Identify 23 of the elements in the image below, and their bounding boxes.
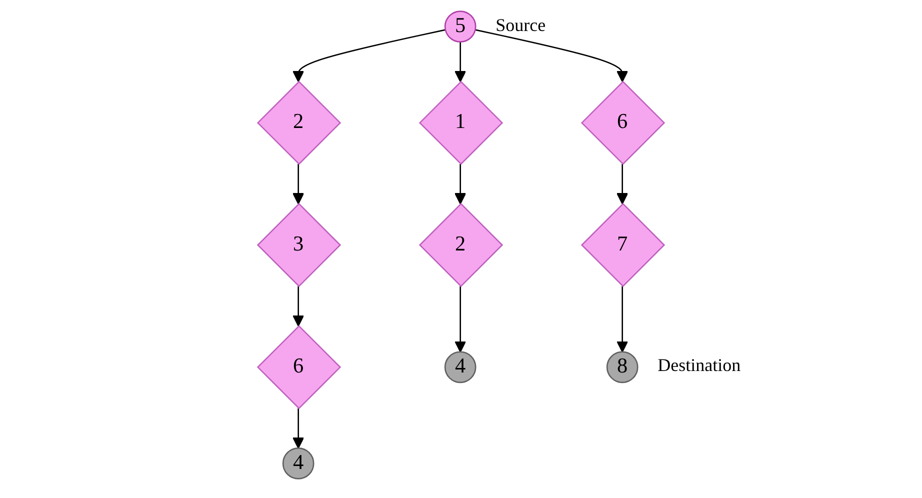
node-circle: 4 bbox=[282, 448, 314, 480]
arrow bbox=[454, 164, 466, 204]
arrow bbox=[475, 29, 628, 82]
node-circle: 5 bbox=[444, 10, 476, 42]
node-circle: 4 bbox=[444, 351, 476, 384]
arrow bbox=[616, 164, 628, 204]
node-diamond: 6 bbox=[580, 80, 666, 165]
node-diamond: 6 bbox=[256, 325, 342, 410]
node-diamond: 2 bbox=[418, 202, 504, 288]
node-diamond: 2 bbox=[256, 80, 342, 165]
arrow bbox=[292, 286, 304, 327]
arrow bbox=[454, 42, 466, 82]
arrow bbox=[616, 286, 628, 352]
node-caption: Source bbox=[496, 14, 546, 36]
node-diamond: 3 bbox=[256, 202, 342, 288]
arrow bbox=[292, 408, 304, 449]
arrow bbox=[454, 286, 466, 352]
arrow bbox=[292, 29, 446, 82]
arrow bbox=[292, 164, 304, 204]
node-diamond: 7 bbox=[580, 202, 666, 288]
node-diamond: 1 bbox=[418, 80, 504, 165]
node-caption: Destination bbox=[658, 355, 741, 376]
node-circle: 8 bbox=[606, 351, 638, 384]
